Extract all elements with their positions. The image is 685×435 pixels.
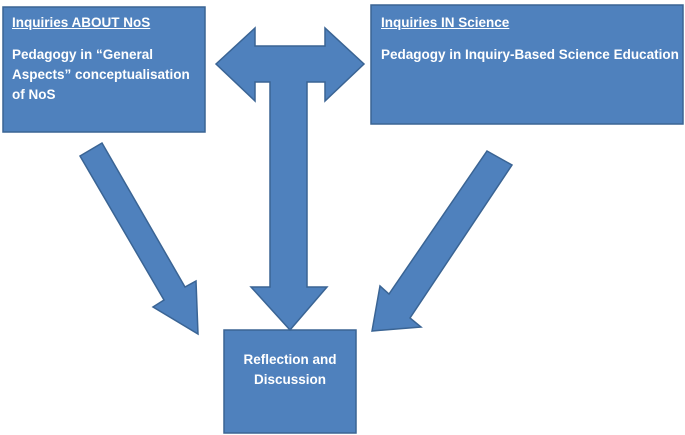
bottom-box-body: Reflection and Discussion bbox=[243, 352, 337, 387]
double-arrow-with-stem bbox=[214, 26, 366, 332]
left-box-body: Pedagogy in “General Aspects” conceptual… bbox=[12, 47, 190, 102]
box-inquiries-about-nos bbox=[2, 6, 206, 133]
right-box-body: Pedagogy in Inquiry-Based Science Educat… bbox=[381, 47, 679, 62]
bottom-box-text: Reflection and Discussion bbox=[226, 350, 354, 390]
left-box-heading: Inquiries ABOUT NoS bbox=[12, 15, 151, 30]
box-inquiries-in-science bbox=[370, 4, 684, 125]
right-box-heading: Inquiries IN Science bbox=[381, 15, 510, 30]
arrow-left-to-bottom bbox=[78, 141, 199, 336]
right-box-text: Inquiries IN Science Pedagogy in Inquiry… bbox=[381, 13, 681, 65]
left-box-text: Inquiries ABOUT NoS Pedagogy in “General… bbox=[12, 13, 202, 105]
arrow-right-to-bottom bbox=[371, 150, 514, 332]
